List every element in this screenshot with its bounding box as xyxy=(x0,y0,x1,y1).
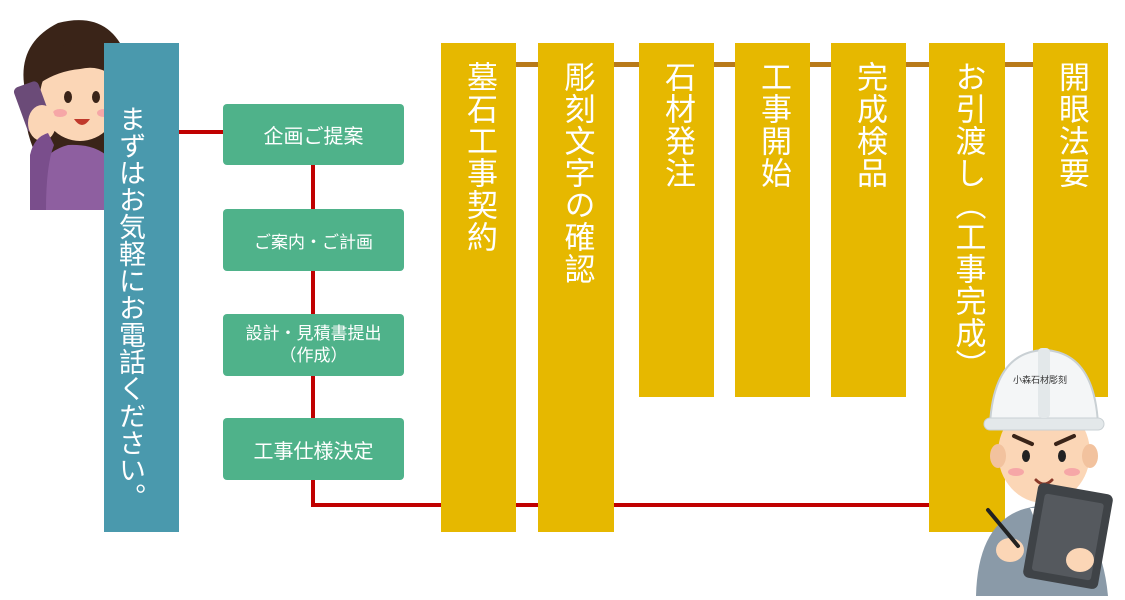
intro-text: まずはお気軽にお電話ください。 xyxy=(114,105,145,510)
column-label: 墓石工事契約 xyxy=(461,61,497,253)
intro-connector xyxy=(179,130,223,134)
column-label: お引渡し（工事完成） xyxy=(949,61,986,381)
column-label: 工事開始 xyxy=(755,61,791,189)
step-guidance-planning: ご案内・ご計画 xyxy=(223,209,404,271)
column-label: 石材発注 xyxy=(659,61,695,189)
column-label: 完成検品 xyxy=(851,61,887,189)
column-label: 彫刻文字の確認 xyxy=(558,61,595,285)
step-label: 工事仕様決定 xyxy=(253,438,374,463)
step-proposal: 企画ご提案 xyxy=(223,104,404,165)
column-contract: 墓石工事契約 xyxy=(441,43,516,532)
column-inspection: 完成検品 xyxy=(831,43,906,397)
column-eye-opening-ceremony: 開眼法要 xyxy=(1033,43,1108,397)
column-label: 開眼法要 xyxy=(1053,61,1089,189)
intro-panel: まずはお気軽にお電話ください。 xyxy=(104,43,179,532)
step-sublabel: （作成） xyxy=(279,346,348,366)
step-spec-decision: 工事仕様決定 xyxy=(223,418,404,480)
column-work-start: 工事開始 xyxy=(735,43,810,397)
step-design-estimate: 設計・見積書提出 （作成） xyxy=(223,314,404,376)
step-label: ご案内・ご計画 xyxy=(254,232,373,253)
column-engraving-check: 彫刻文字の確認 xyxy=(538,43,614,532)
step-label: 企画ご提案 xyxy=(263,124,364,148)
worker-illustration xyxy=(976,348,1113,596)
column-stone-order: 石材発注 xyxy=(639,43,714,397)
helmet-label: 小森石材彫刻 xyxy=(1013,376,1068,386)
step-label: 設計・見積書提出 xyxy=(245,323,382,344)
bottom-connector xyxy=(311,503,931,507)
